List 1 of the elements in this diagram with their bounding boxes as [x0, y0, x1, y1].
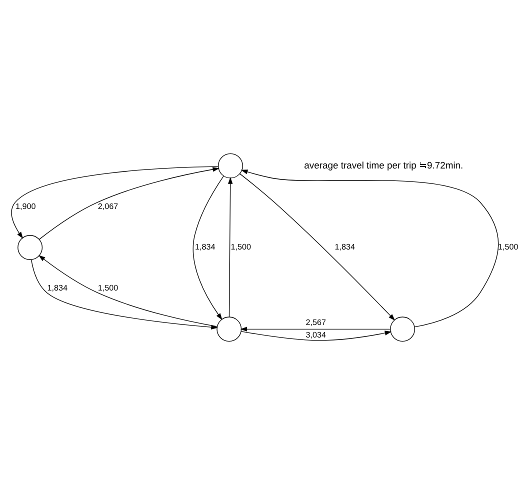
- label: average travel time per trip ≒9.72min.: [304, 160, 464, 171]
